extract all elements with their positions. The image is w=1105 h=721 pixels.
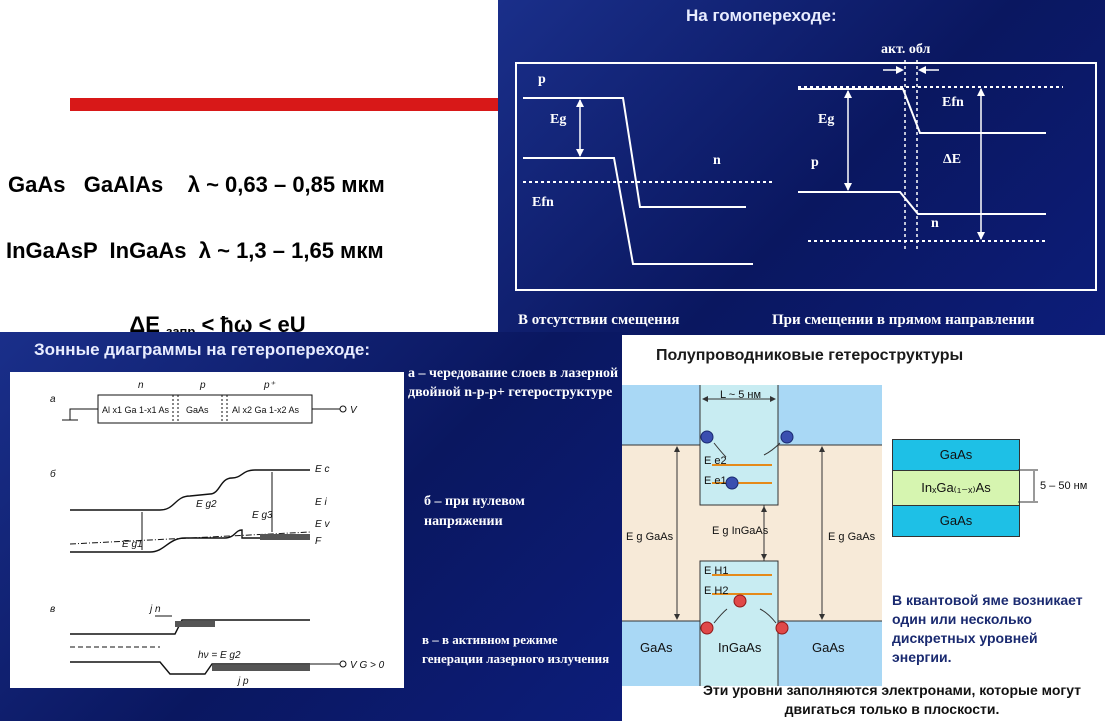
qw-eg-gaas-right: E g GaAs	[828, 531, 876, 543]
qw-footer: Эти уровни заполняются электронами, кото…	[702, 682, 1082, 717]
b-valence	[70, 529, 310, 553]
fig-label-pplus: p⁺	[263, 380, 276, 391]
electron-2	[780, 430, 794, 444]
homo-right-eg-bot	[844, 183, 852, 191]
electron-3	[725, 476, 739, 490]
layer2-label: GaAs	[186, 405, 209, 415]
qw-cb-right	[778, 385, 882, 445]
homo-left-eg: Eg	[550, 112, 567, 127]
homo-left-eg-arrow-bot	[576, 149, 584, 157]
fig-label-b: б	[50, 468, 56, 480]
b-eg1: E g1	[122, 539, 143, 550]
vg-label: V	[350, 405, 358, 416]
homo-right-akt: акт. обл	[881, 42, 931, 57]
homo-left-conduction	[523, 97, 746, 208]
stack-thickness: 5 – 50 нм	[1040, 480, 1088, 492]
hetero-title: Зонные диаграммы на гетеропереходе:	[34, 340, 371, 359]
homo-active-arrowhead-l	[896, 66, 904, 74]
homo-title: На гомопереходе:	[686, 6, 837, 25]
qw-note: В квантовой яме возникает один или неско…	[892, 592, 1083, 665]
homo-right-valence	[798, 191, 1046, 215]
homo-right-de-top	[977, 88, 985, 96]
homo-right-de-bot	[977, 232, 985, 240]
b-f: F	[315, 536, 322, 547]
qw-title: Полупроводниковые гетероструктуры	[656, 347, 964, 364]
homo-frame	[515, 62, 1097, 291]
layer1-label: Al x1 Ga 1-x1 As	[102, 405, 170, 415]
homo-left-valence	[523, 157, 753, 265]
qw-width-label: L ~ 5 нм	[720, 389, 762, 401]
qw-well-bottom	[700, 561, 778, 686]
qw-eh2: E H2	[704, 585, 729, 597]
homo-right-efn: Efn	[942, 95, 964, 110]
homo-left-n: n	[713, 153, 721, 168]
quantum-well-panel: Полупроводниковые гетероструктуры	[622, 335, 1105, 721]
b-ec: E c	[315, 464, 329, 475]
red-accent-bar	[70, 98, 502, 111]
stack-bot: GaAs	[893, 506, 1019, 536]
v-jp: j p	[236, 676, 249, 687]
layer3-label: Al x2 Ga 1-x2 As	[232, 405, 300, 415]
homo-right-n: n	[931, 216, 939, 231]
hetero-figure: а n p p⁺ Al x1 Ga 1-x1 As GaAs Al x2 Ga …	[10, 372, 404, 688]
homojunction-panel: На гомопереходе: p Eg n Efn акт. обл Eg …	[498, 0, 1105, 335]
desc-b: б – при нулевом напряжении	[424, 494, 525, 529]
homo-right-conduction	[798, 88, 1046, 134]
fig-label-v: в	[50, 604, 55, 615]
v-hv: hν = E g2	[198, 650, 241, 661]
qw-well-top	[700, 385, 778, 505]
homo-right-p: p	[811, 155, 819, 170]
qw-ee1: E e1	[704, 475, 727, 487]
qw-diagram: L ~ 5 нм E e2 E e1 E g InGaAs E g GaAs E…	[622, 385, 882, 686]
qw-lines	[622, 385, 882, 686]
b-conduction	[70, 469, 310, 511]
homo-caption-left: В отсутствии смещения	[518, 312, 680, 328]
v-vg0: V G > 0	[350, 660, 385, 671]
fig-label-n: n	[138, 380, 144, 391]
hole-2	[775, 621, 789, 635]
qw-vb-left	[622, 621, 700, 686]
qw-vb-right	[778, 621, 882, 686]
hetero-band-diagrams: а n p p⁺ Al x1 Ga 1-x1 As GaAs Al x2 Ga …	[50, 380, 385, 687]
homo-left-efn: Efn	[532, 195, 554, 210]
homo-band-diagram	[523, 60, 1063, 265]
desc-a: а – чередование слоев в лазерной двойной…	[408, 366, 619, 400]
homo-active-arrowhead-r	[918, 66, 926, 74]
fig-label-a: а	[50, 394, 56, 405]
homo-right-de: ΔE	[943, 152, 962, 167]
b-eg3: E g3	[252, 510, 273, 521]
hole-1	[700, 621, 714, 635]
qw-ee2: E e2	[704, 455, 727, 467]
stack-thickness-bracket	[1018, 469, 1038, 503]
qw-bottom-mid: InGaAs	[718, 640, 762, 655]
qw-cb-left	[622, 385, 700, 445]
qw-eg-gaas-left: E g GaAs	[626, 531, 674, 543]
hole-3	[733, 594, 747, 608]
homo-right-eg-top	[844, 90, 852, 98]
v-valence	[70, 661, 310, 675]
b-eg2: E g2	[196, 499, 217, 510]
material-line-2: InGaAsP InGaAs λ ~ 1,3 – 1,65 мкм	[6, 238, 384, 263]
qw-bottom-right: GaAs	[812, 640, 845, 655]
stack-top: GaAs	[893, 440, 1019, 470]
homo-right-eg: Eg	[818, 112, 835, 127]
material-line-1: GaAs GaAlAs λ ~ 0,63 – 0,85 мкм	[8, 172, 385, 197]
homo-left-eg-arrow-top	[576, 99, 584, 107]
desc-v: в – в активном режиме генерации лазерног…	[422, 632, 610, 666]
b-ei: E i	[315, 497, 327, 508]
qw-eh1: E H1	[704, 565, 729, 577]
stack-mid: InₓGa₍₁₋ₓ₎As	[893, 470, 1019, 506]
fig-label-p: p	[199, 380, 206, 391]
homo-caption-right: При смещении в прямом направлении	[772, 312, 1035, 328]
homo-left-p: p	[538, 72, 546, 87]
b-ev: E v	[315, 519, 330, 530]
qw-eg-inga: E g InGaAs	[712, 525, 769, 537]
qw-layer-stack: GaAs InₓGa₍₁₋ₓ₎As GaAs	[892, 439, 1020, 537]
qw-bottom-left: GaAs	[640, 640, 673, 655]
v-jn: j n	[148, 604, 161, 615]
electron-1	[700, 430, 714, 444]
heterojunction-panel: Зонные диаграммы на гетеропереходе: а n …	[0, 332, 628, 721]
